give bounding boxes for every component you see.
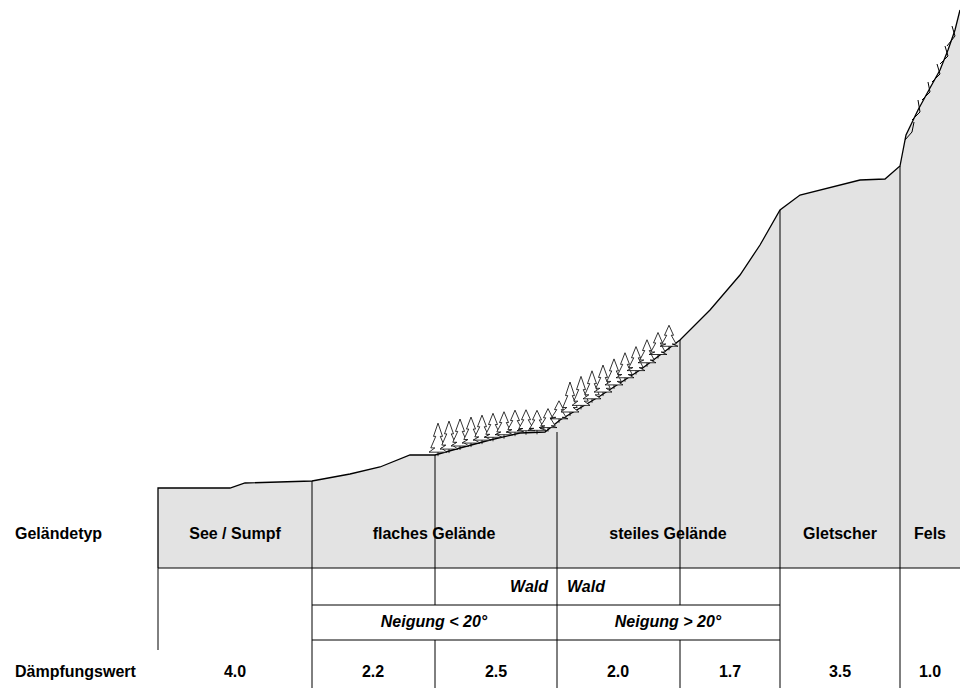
tree-trunk [460,446,461,450]
tree-trunk [482,440,483,444]
table-line [158,568,159,650]
tree-trunk [625,378,626,382]
tree-trunk [438,452,439,456]
table-line [680,640,681,688]
terrain-type-cell: Geländetyp [15,526,102,542]
damping-value-cell: Dämpfungswert [15,664,136,680]
tree-trunk [592,399,593,403]
tree-trunk [669,346,670,350]
terrain-type-cell: Wald [567,579,605,595]
terrain-type-cell: flaches Gelände [373,526,496,542]
damping-value-cell: 2.0 [607,664,629,680]
forest [429,325,678,456]
tree-trunk [471,443,472,447]
tree-trunk [559,419,560,423]
tree-trunk [603,392,604,396]
rock-stroke [940,46,948,64]
tree-trunk [537,430,538,434]
table-line [312,640,780,641]
terrain-type-cell: See / Sumpf [189,526,281,542]
tree-trunk [504,435,505,439]
terrain-type-cell: Fels [914,526,946,542]
tree-trunk [526,431,527,435]
tree-trunk [647,363,648,367]
tree-trunk [658,355,659,359]
table-line [780,210,781,688]
table-line [312,605,780,606]
rock-stroke [947,26,955,46]
damping-value-cell: 1.7 [719,664,741,680]
damping-value-cell: 1.0 [919,664,941,680]
terrain-type-cell: Neigung > 20° [615,614,721,630]
tree-trunk [581,405,582,409]
table-line [680,340,681,605]
rock-stroke [905,122,914,140]
damping-value-cell: 2.2 [362,664,384,680]
tree-trunk [548,428,549,432]
rock-stroke [932,64,940,82]
damping-value-cell: 4.0 [224,664,246,680]
terrain-type-cell: steiles Gelände [609,526,726,542]
table-line [435,640,436,688]
terrain-type-cell: Gletscher [803,526,877,542]
terrain-fill [158,10,960,568]
tree-trunk [614,385,615,389]
table-line [158,568,960,569]
damping-value-cell: 2.5 [485,664,507,680]
table-line [312,481,313,688]
rock-stroke [912,100,920,120]
tree-trunk [570,412,571,416]
terrain-type-cell: Neigung < 20° [381,614,487,630]
table-line [557,432,558,688]
tree-trunk [636,371,637,375]
table-line [900,166,901,688]
tree [660,325,678,346]
terrain-outline [158,10,960,568]
tree-trunk [493,437,494,441]
terrain-type-cell: Wald [510,579,548,595]
damping-value-cell: 3.5 [829,664,851,680]
rock-stroke [922,82,930,100]
tree-trunk [449,449,450,453]
tree-trunk [515,432,516,436]
